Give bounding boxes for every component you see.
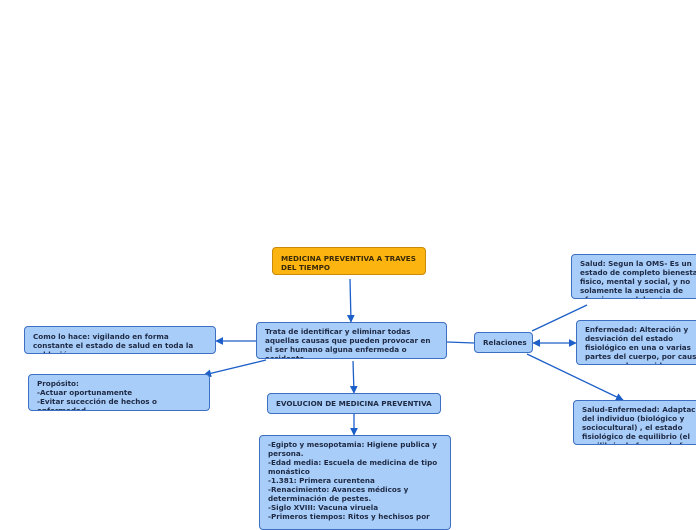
edge-relaciones-to-salud	[531, 304, 588, 332]
enfermedad-topic[interactable]: Enfermedad: Alteración y desviación del …	[576, 320, 696, 365]
edge-relaciones-to-salud-enfermedad	[526, 353, 624, 401]
historia-topic[interactable]: -Egipto y mesopotamia: Higiene publica y…	[259, 435, 451, 530]
relaciones-topic[interactable]: Relaciones	[474, 332, 533, 353]
definition-topic[interactable]: Trata de identificar y eliminar todas aq…	[256, 322, 447, 359]
salud-topic[interactable]: Salud: Segun la OMS- Es un estado de com…	[571, 254, 696, 299]
edge-central-to-relaciones	[446, 341, 475, 344]
root-topic[interactable]: MEDICINA PREVENTIVA A TRAVES DEL TIEMPO	[272, 247, 426, 275]
evolucion-topic[interactable]: EVOLUCION DE MEDICINA PREVENTIVA	[267, 393, 441, 414]
edge-root-to-central	[346, 278, 355, 323]
como-lo-hace-topic[interactable]: Como lo hace: vigilando en forma constan…	[24, 326, 216, 354]
salud-enfermedad-topic[interactable]: Salud-Enfermedad: Adaptación del individ…	[573, 400, 696, 445]
edge-central-to-evolucion	[349, 360, 358, 394]
proposito-topic[interactable]: Propósito: -Actuar oportunamente -Evitar…	[28, 374, 210, 411]
edge-central-to-proposito	[203, 359, 267, 378]
